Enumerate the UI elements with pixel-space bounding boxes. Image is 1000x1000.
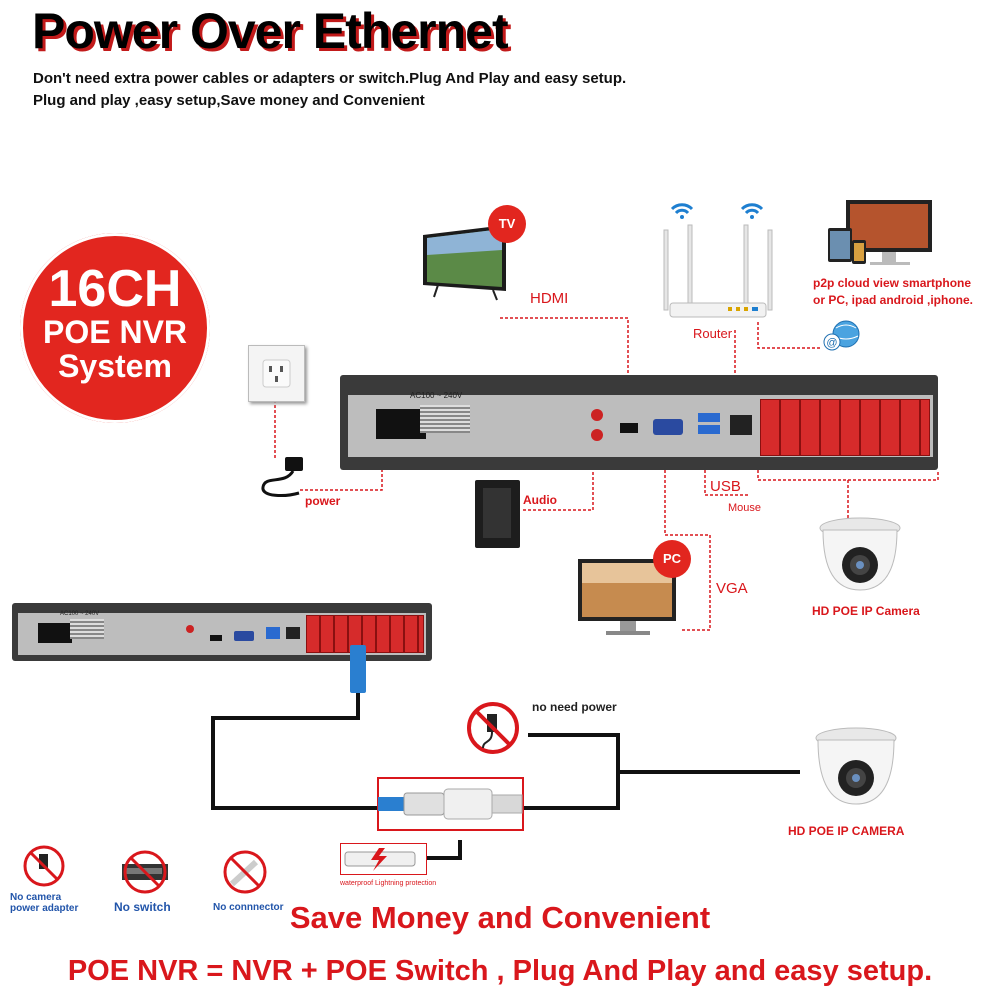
no-adapter-label-line-1: No camera bbox=[10, 892, 62, 903]
badge-line-1: 16CH bbox=[48, 260, 182, 318]
page-title: Power Over Ethernet bbox=[32, 3, 509, 59]
svg-text:@: @ bbox=[826, 337, 837, 349]
router-label: Router bbox=[693, 326, 733, 341]
cable-injector-upper bbox=[523, 733, 620, 810]
no-need-power-label: no need power bbox=[532, 700, 617, 714]
router-icon bbox=[658, 195, 778, 325]
nvr-main-panel: AC100 ~ 240V bbox=[348, 391, 933, 457]
speaker-icon bbox=[475, 480, 520, 548]
vga-port bbox=[653, 419, 683, 435]
small-lan-port bbox=[286, 627, 300, 639]
audio-label: Audio bbox=[523, 493, 557, 507]
small-power-socket bbox=[38, 623, 72, 643]
badge-line-2: POE NVR bbox=[42, 314, 188, 350]
p2p-label-line-1: p2p cloud view smartphone bbox=[813, 276, 972, 290]
small-hdmi-port bbox=[210, 635, 222, 641]
poe-ports bbox=[760, 399, 930, 456]
usb-port-2 bbox=[698, 425, 720, 434]
mouse-label: Mouse bbox=[728, 502, 762, 514]
power-socket-icon bbox=[376, 409, 426, 439]
poe-bracket bbox=[757, 470, 939, 481]
camera-label-2: HD POE IP CAMERA bbox=[788, 824, 905, 838]
tv-tag: TV bbox=[488, 205, 526, 243]
vent-grille bbox=[420, 405, 470, 433]
no-adapter-label: No camera power adapter bbox=[10, 892, 78, 914]
badge-line-3: System bbox=[58, 348, 172, 384]
cloud-line bbox=[757, 322, 820, 349]
dome-camera-icon-1 bbox=[815, 510, 905, 595]
equation-text: POE NVR = NVR + POE Switch , Plug And Pl… bbox=[67, 955, 933, 987]
dome-camera-icon-2 bbox=[810, 720, 902, 808]
cable-nvr-to-injector bbox=[211, 690, 378, 810]
rj45-connector-icon bbox=[378, 783, 523, 825]
usb-line bbox=[704, 455, 750, 496]
small-audio-port bbox=[186, 625, 194, 633]
lan-port bbox=[730, 415, 752, 435]
no-adapter-label-line-2: power adapter bbox=[10, 903, 79, 914]
subtitle-line-1: Don't need extra power cables or adapter… bbox=[33, 70, 627, 87]
hdmi-label: HDMI bbox=[530, 290, 569, 307]
no-switch-icon bbox=[118, 850, 173, 895]
no-connector-icon bbox=[220, 848, 270, 896]
waterproof-label: waterproof Lightning protection bbox=[340, 880, 437, 887]
camera-label-1: HD POE IP Camera bbox=[812, 604, 920, 618]
power-cord-icon bbox=[255, 455, 310, 500]
no-power-adapter-icon bbox=[465, 700, 521, 756]
small-vga-port bbox=[234, 631, 254, 641]
usb-port-1 bbox=[698, 413, 720, 422]
rj45-plug-icon bbox=[350, 645, 366, 693]
audio-in-port bbox=[591, 409, 603, 421]
cloud-globe-icon: @ bbox=[822, 316, 864, 352]
power-label: power bbox=[305, 494, 341, 508]
tv-icon bbox=[418, 225, 508, 301]
pc-tag: PC bbox=[653, 540, 691, 578]
small-vent bbox=[70, 619, 104, 639]
small-usb-ports bbox=[266, 627, 280, 639]
no-camera-adapter-icon bbox=[22, 844, 66, 888]
pc-monitor-icon bbox=[576, 557, 681, 642]
nvr-small: AC100 ~ 240V bbox=[12, 603, 432, 661]
vga-line bbox=[664, 455, 711, 631]
devices-icon bbox=[826, 198, 936, 268]
wall-outlet-icon bbox=[248, 345, 305, 402]
p2p-label-line-2: or PC, ipad android ,iphone. bbox=[813, 293, 974, 307]
nvr-main: AC100 ~ 240V bbox=[340, 375, 938, 470]
channel-badge: 16CH POE NVR System bbox=[20, 233, 210, 423]
audio-line bbox=[523, 450, 594, 511]
save-money-text: Save Money and Convenient bbox=[289, 900, 711, 935]
nvr-main-voltage: AC100 ~ 240V bbox=[410, 391, 463, 400]
nvr-small-voltage: AC100 ~ 240V bbox=[60, 611, 100, 617]
cable-to-protector bbox=[425, 840, 462, 860]
hdmi-port bbox=[620, 423, 638, 433]
subtitle-line-2: Plug and play ,easy setup,Save money and… bbox=[33, 92, 425, 109]
no-switch-label: No switch bbox=[114, 900, 171, 914]
usb-label: USB bbox=[710, 478, 741, 495]
lightning-protector-icon bbox=[340, 843, 427, 875]
audio-out-port bbox=[591, 429, 603, 441]
no-connector-label: No connnector bbox=[213, 902, 284, 913]
vga-label: VGA bbox=[716, 580, 748, 597]
